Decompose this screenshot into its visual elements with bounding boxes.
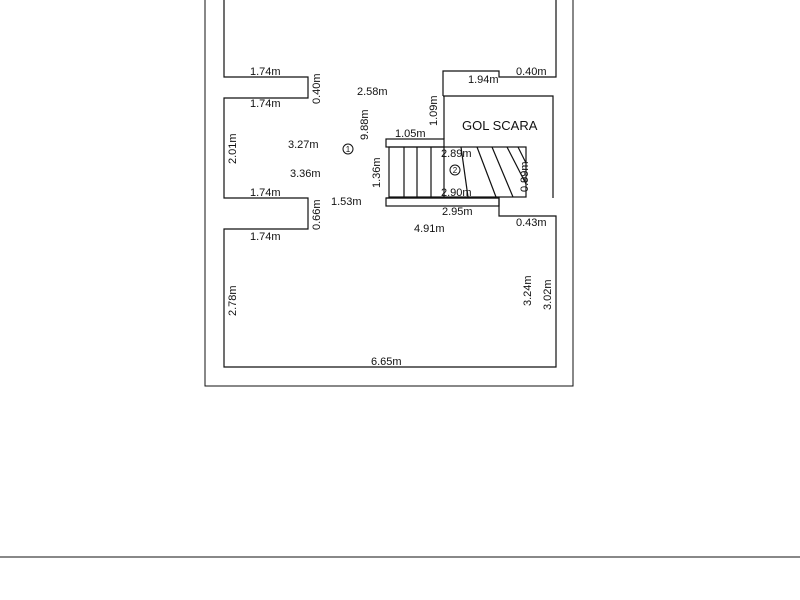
- dim-notch-bottom-upper: 1.74m: [250, 187, 281, 199]
- dim-notch-top-depth: 0.40m: [311, 73, 323, 104]
- marker-2: 2: [449, 164, 461, 176]
- dim-stair-outer-length: 2.95m: [442, 206, 473, 218]
- dim-left-wall-lower: 2.78m: [227, 285, 239, 316]
- stair-tread: [476, 146, 497, 198]
- dim-bottom-wall: 6.65m: [371, 356, 402, 368]
- right-upper-wall: [442, 0, 557, 96]
- dim-right-wall-inner: 3.24m: [522, 275, 534, 306]
- dim-stair-width: 1.36m: [371, 157, 383, 188]
- dim-corridor-height: 9.88m: [359, 109, 371, 140]
- dim-corridor-gap: 1.53m: [331, 196, 362, 208]
- dim-stair-landing: 1.05m: [395, 128, 426, 140]
- dim-left-wall-mid: 2.01m: [227, 133, 239, 164]
- dim-stair-top-wall: 1.09m: [428, 95, 440, 126]
- dim-top-right-wall: 1.94m: [468, 74, 499, 86]
- stair-tread: [460, 146, 469, 198]
- stair-tread: [506, 146, 527, 185]
- dim-notch-top-lower: 1.74m: [250, 98, 281, 110]
- stair-flight: [388, 146, 527, 198]
- stairwell-room: [443, 95, 554, 198]
- marker-2-label: 2: [453, 166, 458, 175]
- plan-outer-frame: [204, 0, 574, 387]
- dim-corridor-top: 2.58m: [357, 86, 388, 98]
- dim-right-wall-outer: 3.02m: [542, 279, 554, 310]
- dim-top-left-wall: 1.74m: [250, 66, 281, 78]
- dim-room-width-upper: 3.27m: [288, 139, 319, 151]
- dim-stair-length-bottom: 2.90m: [441, 187, 472, 199]
- stair-bottom-wall: [385, 197, 500, 207]
- stair-treads: [403, 146, 527, 198]
- dim-stair-depth: 0.99m: [519, 161, 531, 192]
- dim-top-right-small: 0.40m: [516, 66, 547, 78]
- stair-top-wall: [385, 138, 445, 148]
- marker-1-label: 1: [346, 145, 351, 154]
- dim-notch-bottom-depth: 0.66m: [311, 199, 323, 230]
- marker-1: 1: [342, 143, 354, 155]
- dim-room-width-lower: 4.91m: [414, 223, 445, 235]
- room-label: GOL SCARA: [462, 118, 538, 133]
- dim-right-small-wall: 0.43m: [516, 217, 547, 229]
- dim-stair-length-top: 2.89m: [441, 148, 472, 160]
- left-wall-outline: [223, 0, 557, 368]
- stair-tread: [491, 146, 514, 198]
- dim-room-width-mid: 3.36m: [290, 168, 321, 180]
- stair-tread: [517, 146, 527, 164]
- dim-notch-bottom-lower: 1.74m: [250, 231, 281, 243]
